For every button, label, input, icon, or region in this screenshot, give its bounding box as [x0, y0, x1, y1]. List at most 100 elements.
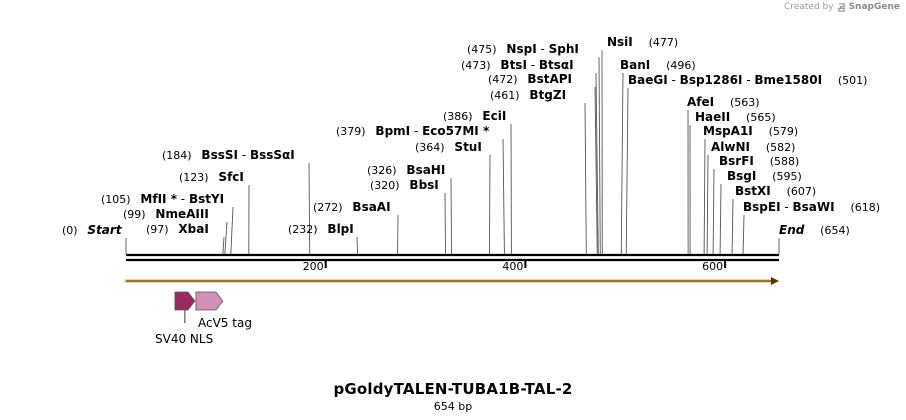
site-enzyme-name: BanI	[620, 58, 650, 72]
feature-label-sv40-nls: SV40 NLS	[155, 332, 213, 346]
site-enzyme-name: BsaHI	[406, 163, 445, 177]
site-leader-bstapi	[594, 86, 598, 255]
site-haeii: HaeII (565)	[689, 110, 776, 255]
site-enzyme-name: Bme1580I	[754, 73, 822, 87]
site-enzyme-name: BstYI	[189, 192, 224, 206]
site-label-afei: AfeI (563)	[687, 95, 760, 109]
site-leader-bani	[620, 72, 624, 255]
site-enzyme-name: BssSαI	[250, 148, 295, 162]
site-label-sfci: (123) SfcI	[179, 170, 244, 184]
site-leader-mspa1i	[703, 138, 706, 255]
site-label-start: (0) Start	[62, 223, 123, 237]
site-enzyme-name: MfII *	[140, 192, 177, 206]
site-position: (272)	[313, 201, 343, 214]
site-position: (232)	[288, 223, 318, 236]
site-position: (320)	[370, 179, 400, 192]
site-enzyme-name: Start	[87, 223, 122, 237]
site-bspei: BspEI - BsaWI (618)	[742, 200, 880, 255]
site-enzyme-name: BsaAI	[352, 200, 390, 214]
site-alwni: AlwNI (582)	[706, 140, 795, 255]
site-label-nsii: NsiI (477)	[607, 35, 678, 49]
sequence-length: 654 bp	[433, 400, 473, 413]
site-leader-bstxi	[731, 198, 734, 255]
site-position: (184)	[162, 149, 192, 162]
site-enzyme-name: BstAPI	[527, 72, 572, 86]
site-bani: BanI (496)	[620, 58, 696, 255]
site-nsii: NsiI (477)	[601, 35, 678, 255]
site-position: (0)	[62, 224, 78, 237]
site-enzyme-name: NspI	[506, 42, 536, 56]
site-end: End (654)	[778, 223, 850, 254]
site-label-bsahi: (326) BsaHI	[367, 163, 445, 177]
site-leader-btsi	[595, 72, 599, 255]
site-enzyme-name: BlpI	[327, 222, 353, 236]
site-label-bani: BanI (496)	[620, 58, 696, 72]
site-baegi: BaeGI - Bsp1286I - Bme1580I (501)	[625, 73, 867, 255]
site-xbai: (97) XbaI	[146, 222, 225, 255]
site-bsaai: (272) BsaAI	[313, 200, 399, 255]
site-label-bbsi: (320) BbsI	[370, 178, 439, 192]
site-position: (654)	[820, 224, 850, 237]
site-enzyme-name: Eco57MI *	[422, 124, 490, 138]
site-position: (97)	[146, 223, 169, 236]
site-label-xbai: (97) XbaI	[146, 222, 209, 236]
site-label-bsaai: (272) BsaAI	[313, 200, 391, 214]
site-mfii: (105) MfII * - BstYI	[101, 192, 234, 255]
site-enzyme-name: AfeI	[687, 95, 714, 109]
site-bsahi: (326) BsaHI	[367, 163, 452, 255]
site-bbsi: (320) BbsI	[370, 178, 446, 255]
site-enzyme-name: AlwNI	[711, 140, 750, 154]
site-label-alwni: AlwNI (582)	[711, 140, 795, 154]
site-leader-alwni	[706, 154, 709, 255]
site-position: (473)	[461, 59, 491, 72]
sequence-name: pGoldyTALEN-TUBA1B-TAL-2	[333, 380, 573, 398]
orf-arrow-head	[771, 277, 779, 285]
site-label-mspa1i: MspA1I (579)	[703, 124, 798, 138]
site-enzyme-name: StuI	[454, 140, 481, 154]
site-enzyme-name: MspA1I	[703, 124, 753, 138]
watermark-brand: SnapGene	[848, 2, 900, 12]
site-position: (565)	[746, 111, 776, 124]
site-leader-bbsi	[444, 192, 446, 255]
site-label-baegi: BaeGI - Bsp1286I - Bme1580I (501)	[628, 73, 867, 87]
site-leader-baegi	[625, 87, 629, 255]
site-enzyme-name: End	[779, 223, 805, 237]
site-label-nmeaiii: (99) NmeAIII	[123, 207, 209, 221]
site-position: (386)	[443, 110, 473, 123]
site-position: (496)	[666, 59, 696, 72]
site-enzyme-name: BsaWI	[793, 200, 835, 214]
site-afei: AfeI (563)	[687, 95, 760, 255]
site-position: (501)	[838, 74, 868, 87]
site-bsgi: BsgI (595)	[719, 169, 802, 255]
site-blpi: (232) BlpI	[288, 222, 359, 255]
site-leader-nmeaiii	[224, 221, 228, 255]
snapgene-watermark: Created by SnapGene	[784, 2, 900, 12]
site-enzyme-name: BbsI	[409, 178, 438, 192]
site-enzyme-name: SfcI	[218, 170, 243, 184]
site-enzyme-name: NmeAIII	[155, 207, 208, 221]
site-label-blpi: (232) BlpI	[288, 222, 354, 236]
site-bpmi: (379) BpmI - Eco57MI *	[336, 124, 505, 255]
site-label-btsi: (473) BtsI - BtsαI	[461, 58, 574, 72]
site-ecii: (386) EciI	[443, 109, 512, 255]
ruler-label-200: 200	[303, 260, 324, 273]
site-enzyme-name: BspEI	[743, 200, 781, 214]
site-leader-nspi	[598, 56, 601, 255]
site-position: (99)	[123, 208, 146, 221]
site-bstxi: BstXI (607)	[731, 184, 816, 255]
site-enzyme-name: BaeGI	[628, 73, 668, 87]
site-enzyme-name: BtsαI	[539, 58, 574, 72]
site-position: (477)	[649, 36, 679, 49]
site-label-haeii: HaeII (565)	[695, 110, 776, 124]
site-leader-bsgi	[719, 183, 722, 255]
site-stui: (364) StuI	[415, 140, 491, 255]
feature-acv5-tag	[195, 291, 224, 311]
site-label-btgzi: (461) BtgZI	[490, 88, 566, 102]
site-nmeaiii: (99) NmeAIII	[123, 207, 228, 255]
site-leader-stui	[488, 154, 491, 255]
site-enzyme-name: BpmI	[375, 124, 410, 138]
site-sfci: (123) SfcI	[179, 170, 250, 255]
site-leader-bsrfi	[712, 168, 715, 255]
site-enzyme-name: BsrFI	[719, 154, 754, 168]
